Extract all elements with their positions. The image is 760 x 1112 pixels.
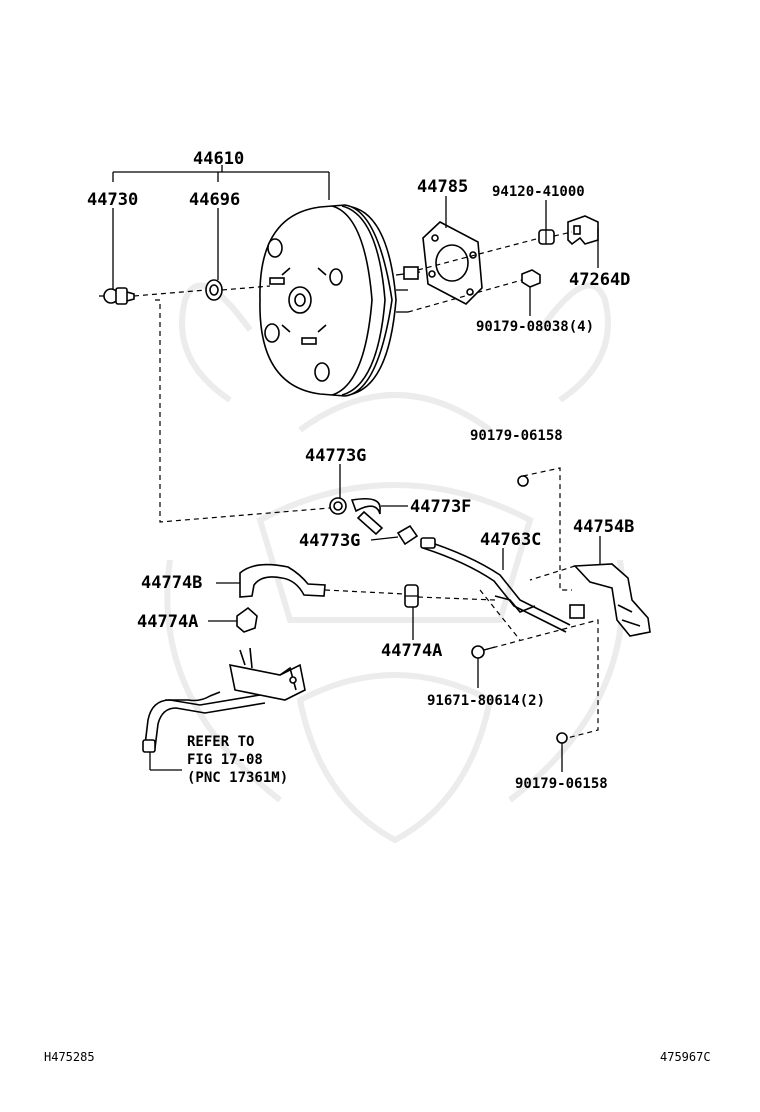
label-90179-06158-top: 90179-06158 <box>470 428 563 444</box>
label-44774a-center: 44774A <box>381 641 442 661</box>
booster-gasket <box>422 221 483 305</box>
nut-90179-06158-top-icon <box>517 475 529 487</box>
label-44754b: 44754B <box>573 517 634 537</box>
grommet-icon <box>205 279 223 301</box>
label-90179-08038: 90179-08038(4) <box>476 319 594 335</box>
label-44785: 44785 <box>417 177 468 197</box>
part-labels: 44610 44730 44696 44785 94120-41000 4726… <box>87 149 634 792</box>
nut-90179-06158-bottom-icon <box>556 732 568 744</box>
refer-note: REFER TO FIG 17-08 (PNC 17361M) <box>187 734 288 786</box>
label-44773g-top: 44773G <box>305 446 366 466</box>
pipe-44763c-icon <box>420 537 571 633</box>
label-94120-41000: 94120-41000 <box>492 184 585 200</box>
refer-note-line1: REFER TO <box>187 734 254 750</box>
refer-note-line2: FIG 17-08 <box>187 752 263 768</box>
footer-code-left: H475285 <box>44 1050 95 1064</box>
clip-44773g-lower-icon <box>396 524 419 546</box>
label-44610: 44610 <box>193 149 244 169</box>
nut-90179-08038-icon <box>521 269 541 288</box>
hose-44774b-icon <box>239 563 326 598</box>
leader-lines <box>112 165 601 772</box>
clip-44774a-center-icon <box>404 584 419 608</box>
label-44773g-bottom: 44773G <box>299 531 360 551</box>
label-44696: 44696 <box>189 190 240 210</box>
label-44763c: 44763C <box>480 530 541 550</box>
clip-44774a-left-icon <box>236 606 258 633</box>
bracket-44754b-icon <box>569 563 651 637</box>
hose-44773f-icon <box>350 497 384 536</box>
label-44773f: 44773F <box>410 497 471 517</box>
clamp-47264d-icon <box>567 215 599 246</box>
check-valve-icon <box>99 287 135 305</box>
label-44774a-left: 44774A <box>137 612 198 632</box>
label-90179-06158-bottom: 90179-06158 <box>515 776 608 792</box>
label-47264d: 47264D <box>569 270 630 290</box>
label-44730: 44730 <box>87 190 138 210</box>
clip-44773g-upper-icon <box>329 497 347 515</box>
pipe-assembly-lower <box>142 647 306 753</box>
nut-94120-icon <box>538 229 555 245</box>
dashed-guide-lines <box>133 231 599 739</box>
label-44774b: 44774B <box>141 573 202 593</box>
footer-code-right: 475967C <box>660 1050 711 1064</box>
brake-booster <box>259 204 421 397</box>
refer-note-line3: (PNC 17361M) <box>187 770 288 786</box>
bolt-91671-icon <box>471 645 496 659</box>
label-91671-80614: 91671-80614(2) <box>427 693 545 709</box>
